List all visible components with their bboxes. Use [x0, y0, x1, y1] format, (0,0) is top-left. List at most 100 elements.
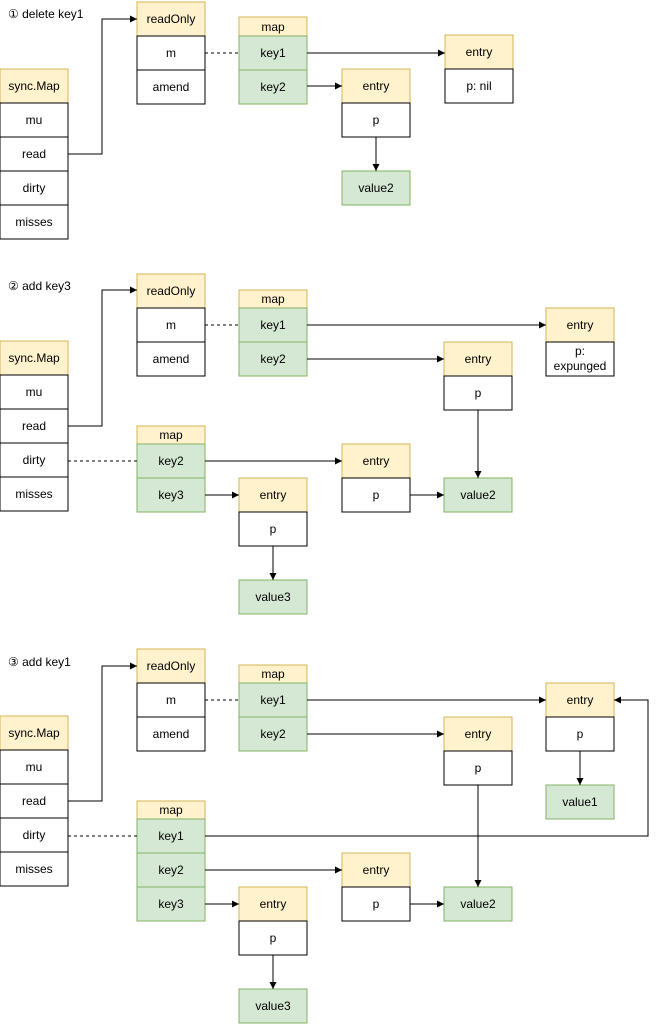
dirty-field: dirty: [23, 181, 46, 195]
key1-cell: key1: [158, 829, 184, 843]
read-field: read: [22, 794, 46, 808]
map-label: map: [261, 667, 285, 681]
amend-field: amend: [153, 727, 190, 741]
map-label: map: [159, 428, 183, 442]
key2-cell: key2: [260, 80, 286, 94]
section-3: ③ add key1 sync.Map mu read dirty misses…: [0, 648, 649, 1024]
section-3-title: ③ add key1: [8, 655, 71, 669]
mu-field: mu: [26, 113, 43, 127]
read-only-label: readOnly: [147, 659, 196, 673]
read-to-readonly-arrow: [68, 662, 137, 802]
entry-key2: entry p: [341, 68, 411, 138]
entry-key2-dirty: entry p: [341, 852, 411, 922]
m-field: m: [166, 318, 176, 332]
entry-expunged-line2: expunged: [554, 359, 607, 373]
entry-key2-read: entry p: [443, 716, 513, 786]
key2-cell: key2: [260, 352, 286, 366]
amend-field: amend: [153, 80, 190, 94]
entry-key3: entry p: [238, 886, 308, 956]
entry-p: p: [577, 727, 584, 741]
dirty-field: dirty: [23, 453, 46, 467]
map-label: map: [261, 20, 285, 34]
read-only-label: readOnly: [147, 284, 196, 298]
entry-label: entry: [567, 693, 594, 707]
value2-node: value2: [443, 477, 513, 513]
value3-node: value3: [238, 988, 308, 1024]
value2-label: value2: [358, 181, 394, 195]
value2-node: value2: [443, 886, 513, 922]
entry-label: entry: [466, 45, 493, 59]
entry-p: p: [270, 931, 277, 945]
key1-cell: key1: [260, 318, 286, 332]
dirty-map: map key2 key3: [136, 425, 206, 513]
sync-map-label: sync.Map: [8, 351, 60, 365]
key1-cell: key1: [260, 693, 286, 707]
entry-expunged: entry p: expunged: [545, 307, 615, 377]
entry-key1: entry p: nil: [444, 34, 514, 104]
misses-field: misses: [15, 487, 52, 501]
value2-label: value2: [460, 488, 496, 502]
entry-key2-dirty: entry p: [341, 443, 411, 513]
value3-label: value3: [255, 999, 291, 1013]
section-2: ② add key3 sync.Map mu read dirty misses…: [0, 273, 615, 615]
value2-node: value2: [341, 170, 411, 206]
read-map: map key1 key2: [238, 289, 308, 377]
key1-cell: key1: [260, 46, 286, 60]
dirty-field: dirty: [23, 828, 46, 842]
read-only-struct: readOnly m amend: [136, 273, 206, 377]
value2-label: value2: [460, 897, 496, 911]
sync-map-struct: sync.Map mu read dirty misses: [0, 68, 69, 240]
section-2-title: ② add key3: [8, 279, 71, 293]
entry-p: p: [373, 113, 380, 127]
entry-key3: entry p: [238, 477, 308, 547]
read-map: map key1 key2: [238, 664, 308, 752]
mu-field: mu: [26, 385, 43, 399]
read-field: read: [22, 147, 46, 161]
entry-p: p: [475, 761, 482, 775]
entry-label: entry: [363, 454, 390, 468]
key2-cell: key2: [260, 727, 286, 741]
key3-cell: key3: [158, 897, 184, 911]
value3-label: value3: [255, 590, 291, 604]
entry-key2-read: entry p: [443, 341, 513, 411]
value3-node: value3: [238, 579, 308, 615]
entry-label: entry: [465, 727, 492, 741]
value1-node: value1: [545, 784, 615, 820]
entry-label: entry: [465, 352, 492, 366]
sync-map-struct: sync.Map mu read dirty misses: [0, 340, 69, 512]
map-label: map: [159, 803, 183, 817]
read-map: map key1 key2: [238, 16, 308, 105]
misses-field: misses: [15, 215, 52, 229]
amend-field: amend: [153, 352, 190, 366]
read-to-readonly-arrow: [68, 15, 137, 155]
read-only-struct: readOnly m amend: [136, 648, 206, 752]
entry-p: p: [373, 488, 380, 502]
mu-field: mu: [26, 760, 43, 774]
entry-label: entry: [363, 863, 390, 877]
read-only-struct: readOnly m amend: [136, 1, 206, 105]
section-1-title: ① delete key1: [8, 7, 84, 21]
value1-label: value1: [562, 795, 598, 809]
m-field: m: [166, 46, 176, 60]
dirty-map: map key1 key2 key3: [136, 800, 206, 922]
key2-cell: key2: [158, 454, 184, 468]
entry-expunged-line1: p:: [575, 344, 585, 358]
entry-label: entry: [363, 79, 390, 93]
section-1: ① delete key1 sync.Map mu read dirty mis…: [0, 1, 514, 240]
entry-key1: entry p: [545, 682, 615, 752]
read-field: read: [22, 419, 46, 433]
entry-label: entry: [567, 318, 594, 332]
key3-cell: key3: [158, 488, 184, 502]
map-label: map: [261, 292, 285, 306]
read-to-readonly-arrow: [68, 286, 137, 427]
sync-map-label: sync.Map: [8, 726, 60, 740]
key2-cell: key2: [158, 863, 184, 877]
entry-label: entry: [260, 488, 287, 502]
entry-p-nil: p: nil: [466, 79, 491, 93]
misses-field: misses: [15, 862, 52, 876]
read-only-label: readOnly: [147, 12, 196, 26]
dirty-key1-to-entry-arrow: [205, 696, 649, 837]
entry-p: p: [475, 386, 482, 400]
entry-p: p: [270, 522, 277, 536]
